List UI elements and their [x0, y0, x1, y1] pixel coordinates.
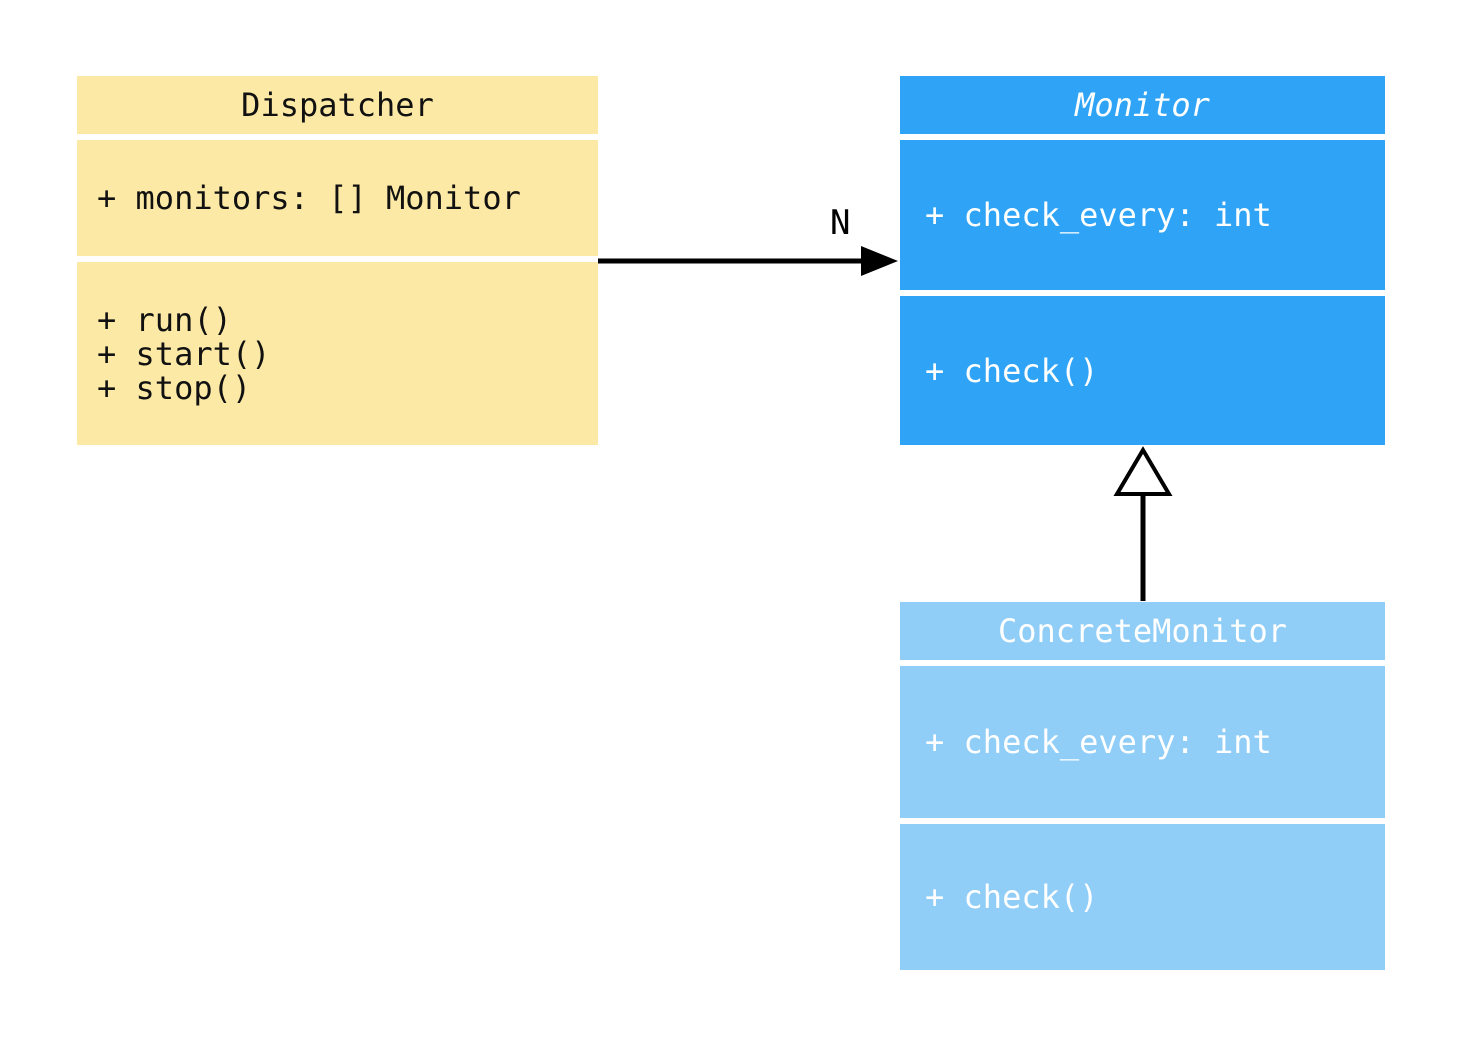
attribute-line: + check_every: int: [925, 196, 1272, 234]
inheritance-triangle-icon: [1113, 446, 1173, 496]
class-methods-dispatcher: + run() + start() + stop(): [77, 262, 598, 445]
class-box-dispatcher: Dispatcher + monitors: [] Monitor + run(…: [77, 76, 598, 445]
method-line: + stop(): [97, 368, 252, 407]
class-title-dispatcher: Dispatcher: [77, 76, 598, 134]
class-attributes-monitor: + check_every: int: [900, 140, 1385, 290]
association-arrow: [598, 246, 898, 276]
multiplicity-label: N: [830, 203, 851, 243]
inheritance-arrow: [1113, 446, 1173, 601]
association-arrowhead-icon: [861, 246, 898, 276]
class-methods-monitor: + check(): [900, 296, 1385, 445]
class-title-monitor: Monitor: [900, 76, 1385, 134]
class-title-concrete-monitor: ConcreteMonitor: [900, 602, 1385, 660]
class-attributes-dispatcher: + monitors: [] Monitor: [77, 140, 598, 256]
class-box-monitor: Monitor + check_every: int + check(): [900, 76, 1385, 445]
class-attributes-concrete-monitor: + check_every: int: [900, 666, 1385, 818]
method-line: + start(): [97, 334, 271, 373]
class-box-concrete-monitor: ConcreteMonitor + check_every: int + che…: [900, 602, 1385, 970]
attribute-line: + monitors: [] Monitor: [97, 179, 521, 217]
method-line: + check(): [925, 878, 1099, 916]
attribute-line: + check_every: int: [925, 723, 1272, 761]
method-line: + run(): [97, 300, 232, 339]
method-line: + check(): [925, 351, 1099, 390]
class-methods-concrete-monitor: + check(): [900, 824, 1385, 970]
